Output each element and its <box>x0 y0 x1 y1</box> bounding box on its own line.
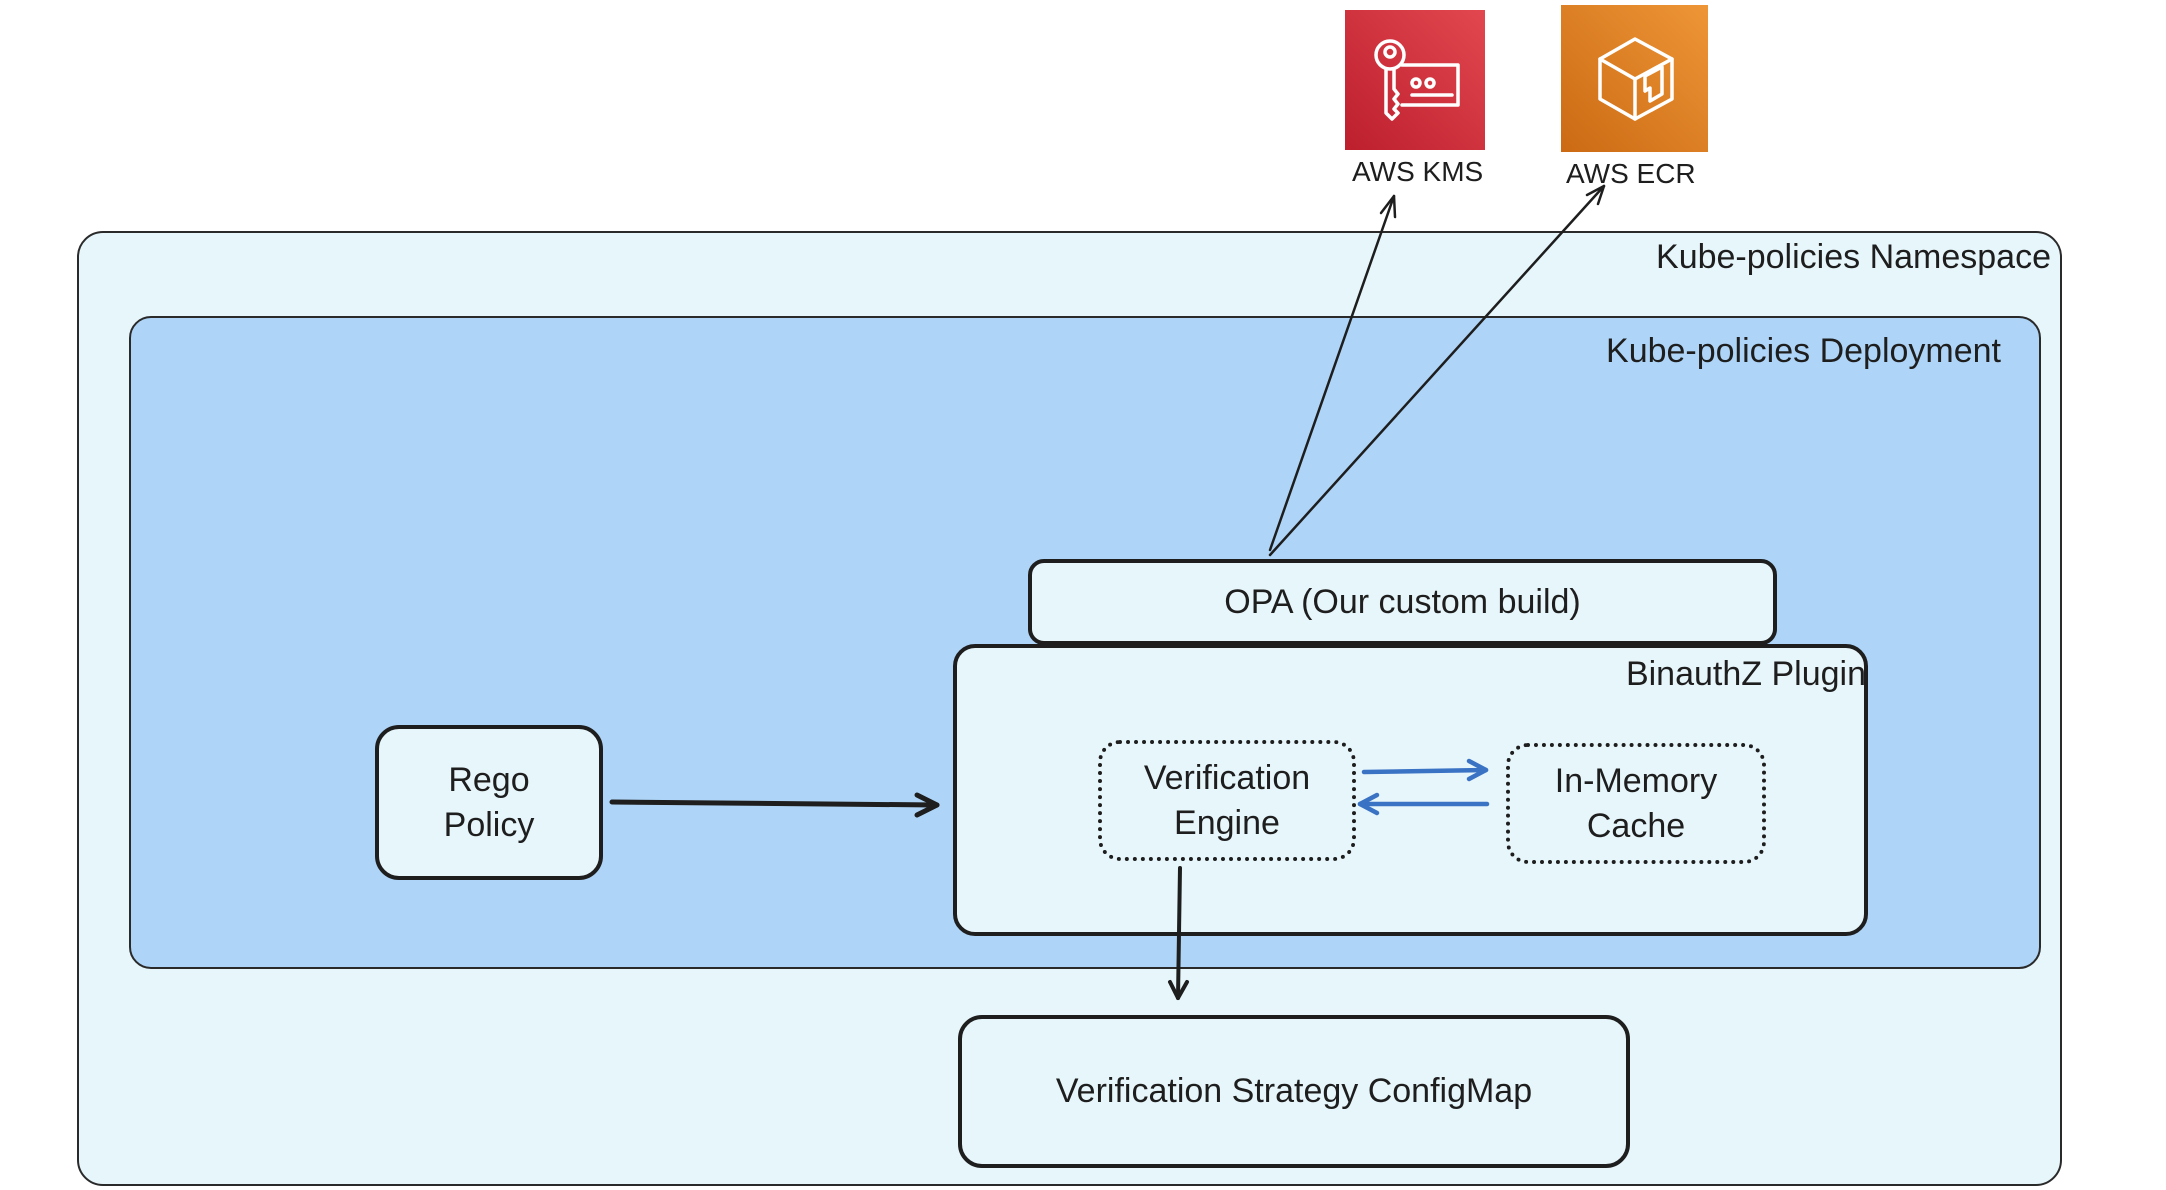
kms-key-icon <box>1374 39 1460 121</box>
in-memory-cache-label: In-Memory Cache <box>1554 762 1718 845</box>
verification-engine-box: Verification Engine <box>1098 740 1356 861</box>
configmap-box: Verification Strategy ConfigMap <box>958 1015 1630 1168</box>
deployment-label: Kube-policies Deployment <box>1606 332 2001 370</box>
ecr-container-icon <box>1597 36 1674 121</box>
in-memory-cache-box: In-Memory Cache <box>1506 743 1766 864</box>
arrow-cache-to-engine <box>1357 792 1490 816</box>
opa-label: OPA (Our custom build) <box>1224 582 1581 621</box>
aws-ecr-tile <box>1561 5 1708 152</box>
aws-kms-tile <box>1345 10 1485 150</box>
binauthz-plugin-box <box>953 644 1868 936</box>
opa-box: OPA (Our custom build) <box>1028 559 1777 645</box>
verification-engine-label: Verification Engine <box>1143 759 1311 842</box>
rego-policy-box: Rego Policy <box>375 725 603 880</box>
namespace-label: Kube-policies Namespace <box>1656 238 2051 276</box>
aws-kms-label: AWS KMS <box>1352 156 1484 187</box>
rego-policy-label: Rego Policy <box>443 761 535 844</box>
arrow-engine-to-configmap <box>1168 866 1189 1000</box>
arrow-opa-to-kms <box>1268 194 1397 552</box>
configmap-label: Verification Strategy ConfigMap <box>1055 1072 1533 1111</box>
arrow-opa-to-ecr <box>1268 184 1606 557</box>
binauthz-plugin-label: BinauthZ Plugin <box>1625 655 1866 693</box>
aws-ecr-label: AWS ECR <box>1566 158 1696 189</box>
arrow-engine-to-cache <box>1361 758 1489 782</box>
arrow-rego-to-plugin <box>609 792 940 818</box>
